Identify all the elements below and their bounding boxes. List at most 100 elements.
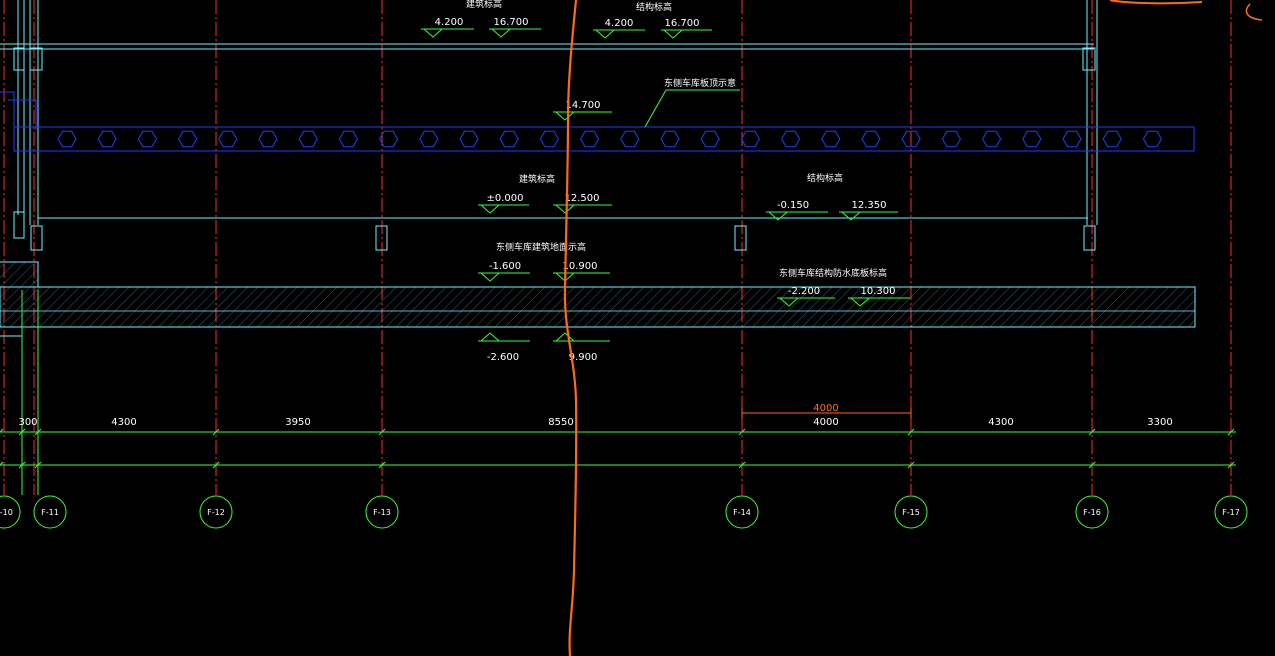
elevation-marker xyxy=(489,28,541,38)
dimension-tick xyxy=(18,428,26,436)
elevation-marker xyxy=(766,211,828,221)
slab-void xyxy=(258,130,278,148)
elevation-value: 16.700 xyxy=(494,17,529,28)
dimension-tick xyxy=(34,461,42,469)
axis-bubble-circle xyxy=(1214,495,1248,529)
slab-void xyxy=(539,130,559,148)
dimension-tick xyxy=(212,428,220,436)
axis-bubble-label: F-15 xyxy=(902,508,920,517)
slab-void xyxy=(781,130,801,148)
callout-leader xyxy=(644,89,667,128)
dimension-value: 8550 xyxy=(548,417,573,428)
slab-void xyxy=(1062,130,1082,148)
dimension-tick xyxy=(738,461,746,469)
slab-void xyxy=(379,130,399,148)
axis-bubble-f-16: F-16 xyxy=(1075,495,1109,529)
top-label-title: 建筑标高 xyxy=(466,0,502,10)
dimension-tick xyxy=(907,428,915,436)
slab-void xyxy=(218,130,238,148)
elevation-marker xyxy=(478,204,529,214)
slab-void xyxy=(137,130,157,148)
elevation-markers xyxy=(421,28,910,342)
slab-void xyxy=(620,130,640,148)
elevation-marker xyxy=(553,332,610,342)
dimension-tick xyxy=(1227,428,1235,436)
slab-void xyxy=(580,130,600,148)
axis-bubble-circle xyxy=(199,495,233,529)
elevation-value: 10.900 xyxy=(563,261,598,272)
dimension-value: 3950 xyxy=(285,417,310,428)
slab-void xyxy=(298,130,318,148)
break-line xyxy=(563,0,578,656)
axis-bubble-f-13: F-13 xyxy=(365,495,399,529)
top-label-title: 结构标高 xyxy=(636,1,672,13)
slab-void xyxy=(419,130,439,148)
grid-axis-lines xyxy=(3,0,1232,495)
slab-void xyxy=(901,130,921,148)
highlight-dimension xyxy=(741,408,912,418)
axis-bubble-f-17: F-17 xyxy=(1214,495,1248,529)
floor-label-title: 东侧车库结构防水底板标高 xyxy=(779,267,887,279)
elevation-marker xyxy=(839,211,898,221)
elevation-marker xyxy=(478,332,530,342)
dimension-tick xyxy=(1227,461,1235,469)
axis-bubble-f-10: F-10 xyxy=(0,495,21,529)
slab-void xyxy=(97,130,117,148)
slab-void xyxy=(861,130,881,148)
elevation-value: 14.700 xyxy=(566,100,601,111)
axis-bubble-f-11: F-11 xyxy=(33,495,67,529)
slab-void xyxy=(499,130,519,148)
slab-void xyxy=(660,130,680,148)
axis-bubble-circle xyxy=(1075,495,1109,529)
slab-void xyxy=(941,130,961,148)
dimension-tick xyxy=(907,461,915,469)
axis-bubble-label: F-11 xyxy=(41,508,59,517)
roof-structure xyxy=(0,0,1098,251)
elevation-marker xyxy=(478,272,530,282)
slab-void xyxy=(1142,130,1162,148)
dimension-tick xyxy=(0,461,4,466)
dimension-tick xyxy=(1088,461,1096,469)
slab-void xyxy=(1102,130,1122,148)
hollow-core-slab xyxy=(0,91,1195,152)
axis-bubble-f-12: F-12 xyxy=(199,495,233,529)
slab-void xyxy=(57,130,77,148)
elevation-value: -1.600 xyxy=(489,261,521,272)
slab-void xyxy=(178,130,198,148)
dimension-tick xyxy=(378,428,386,436)
dimension-value: 4000 xyxy=(813,417,838,428)
slab-void xyxy=(700,130,720,148)
axis-bubble-circle xyxy=(0,495,21,529)
axis-bubble-circle xyxy=(33,495,67,529)
slab-void xyxy=(338,130,358,148)
elevation-value: 9.900 xyxy=(569,352,598,363)
middle-label-title: 建筑标高 xyxy=(519,173,555,185)
slab-callout-text: 东侧车库板顶示意 xyxy=(664,77,736,89)
dimension-ticks xyxy=(0,428,1235,469)
slab-void xyxy=(740,130,760,148)
dimension-tick xyxy=(0,428,4,433)
dimension-value: 3300 xyxy=(1147,417,1172,428)
axis-bubble-circle xyxy=(365,495,399,529)
slab-void xyxy=(821,130,841,148)
elevation-value: 10.300 xyxy=(861,286,896,297)
elevation-value: ±0.000 xyxy=(486,193,523,204)
axis-bubble-f-14: F-14 xyxy=(725,495,759,529)
dimension-tick xyxy=(738,428,746,436)
dimension-tick xyxy=(212,461,220,469)
elevation-marker xyxy=(553,272,610,282)
middle-label-title: 结构标高 xyxy=(807,172,843,184)
revision-mark xyxy=(1109,0,1203,5)
axis-bubble-label: F-13 xyxy=(373,508,391,517)
slab-void xyxy=(1022,130,1042,148)
highlight-dimension-value: 4000 xyxy=(813,403,838,414)
elevation-marker xyxy=(593,29,645,39)
elevation-marker xyxy=(777,297,835,307)
dimension-tick xyxy=(34,428,42,436)
elevation-value: 4.200 xyxy=(435,17,464,28)
dimension-tick xyxy=(18,461,26,469)
dimension-lines xyxy=(0,290,1236,495)
elevation-value: 12.350 xyxy=(852,200,887,211)
axis-bubbles: F-10 F-11 F-12 F-13 F-14 F-15 F-16 F-17 xyxy=(0,495,1248,529)
